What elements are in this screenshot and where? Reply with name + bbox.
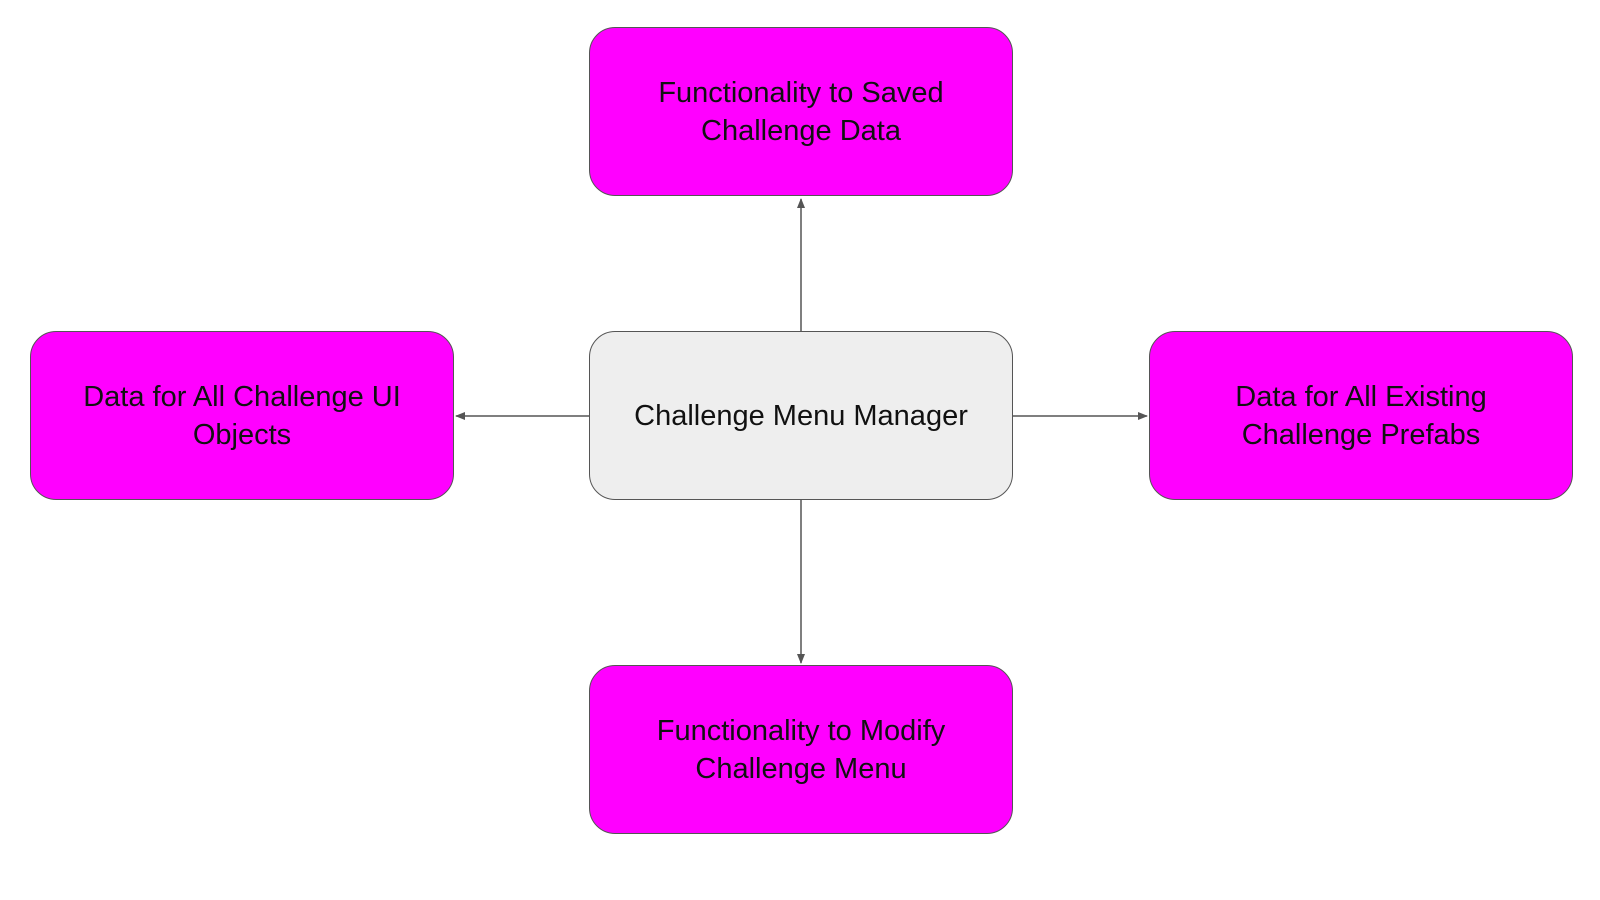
node-label: Data for All Existing Challenge Prefabs	[1235, 380, 1487, 451]
node-challenge-menu-manager: Challenge Menu Manager	[589, 331, 1013, 500]
node-label: Challenge Menu Manager	[634, 399, 968, 432]
node-label: Functionality to Saved Challenge Data	[658, 76, 944, 147]
node-existing-challenge-prefabs: Data for All Existing Challenge Prefabs	[1149, 331, 1573, 500]
node-modify-challenge-menu: Functionality to Modify Challenge Menu	[589, 665, 1013, 834]
node-saved-challenge-data: Functionality to Saved Challenge Data	[589, 27, 1013, 196]
node-label: Data for All Challenge UI Objects	[83, 380, 401, 451]
node-challenge-ui-objects: Data for All Challenge UI Objects	[30, 331, 454, 500]
node-label: Functionality to Modify Challenge Menu	[656, 714, 946, 785]
